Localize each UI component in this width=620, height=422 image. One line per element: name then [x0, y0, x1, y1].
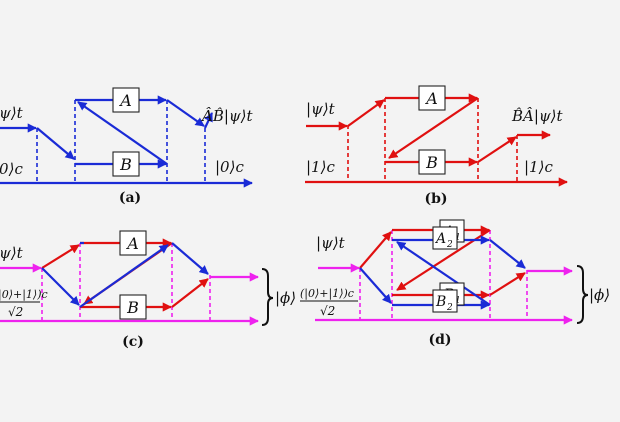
control-input-denominator: √2 — [320, 304, 335, 318]
operator-box-b1-sub: 1 — [455, 296, 461, 306]
operator-box-b-label: B — [119, 155, 132, 174]
dashed-guides — [347, 98, 518, 182]
operator-box-b-label: B — [126, 298, 139, 317]
dashed-guides — [36, 100, 206, 183]
operator-box-b2-sub: 2 — [446, 303, 453, 313]
control-input-label: |0⟩c — [0, 160, 23, 178]
panel-c: A B |ψ⟩t |0⟩+|1⟩)c √2 |ϕ⟩ (c) — [0, 230, 296, 350]
operator-box-a1-sub: 1 — [455, 233, 461, 243]
operator-box-b — [112, 151, 140, 177]
operator-box-a-label: A — [125, 234, 139, 253]
operator-box-b — [119, 294, 147, 320]
operator-box-b2 — [432, 289, 458, 313]
panel-caption: (d) — [428, 332, 451, 348]
target-input-label: |ψ⟩t — [306, 100, 336, 118]
control-input-numerator: |0⟩+|1⟩)c — [0, 288, 48, 302]
target-output-label: ÂB̂|ψ⟩t — [200, 107, 254, 125]
panel-caption: (a) — [119, 190, 141, 206]
control-input-numerator: (|0⟩+|1⟩)c — [300, 287, 354, 301]
blue-branch — [41, 241, 209, 308]
panel-d: A 1 A 2 B 1 B 2 |ψ⟩t (|0⟩+|1⟩)c √2 |ϕ⟩ (… — [300, 219, 610, 348]
operator-box-a-label: A — [424, 89, 438, 108]
target-path — [0, 95, 213, 169]
operator-box-b — [418, 149, 446, 175]
control-input-denominator: √2 — [8, 305, 23, 319]
target-output-label: B̂Â|ψ⟩t — [511, 107, 564, 125]
operator-box-a — [418, 85, 446, 111]
control-input-label: |1⟩c — [306, 158, 335, 176]
target-input-label: |ψ⟩t — [0, 244, 24, 262]
panel-a: A B |ψ⟩t |0⟩c ÂB̂|ψ⟩t |0⟩c (a) — [0, 87, 254, 206]
target-input-label: |ψ⟩t — [316, 234, 346, 252]
control-output-label: |1⟩c — [524, 158, 553, 176]
operator-box-a — [112, 87, 140, 113]
operator-box-a-label: A — [118, 91, 132, 110]
panel-b: A B |ψ⟩t |1⟩c B̂Â|ψ⟩t |1⟩c (b) — [305, 85, 568, 207]
operator-box-a2 — [432, 226, 458, 250]
output-brace — [576, 265, 589, 324]
panel-caption: (b) — [424, 191, 447, 207]
target-input-label: |ψ⟩t — [0, 104, 24, 122]
superposed-path — [318, 263, 573, 276]
operator-box-a2-label: A — [434, 231, 446, 247]
operator-box-a2-sub: 2 — [446, 240, 453, 250]
control-output-label: |0⟩c — [215, 158, 244, 176]
panel-caption: (c) — [122, 334, 144, 350]
operator-box-b-label: B — [425, 153, 438, 172]
dashed-guides — [359, 230, 528, 320]
output-brace — [261, 268, 274, 326]
output-state-label: |ϕ⟩ — [275, 289, 296, 307]
operator-box-a — [119, 230, 147, 256]
operator-box-b2-label: B — [435, 294, 446, 310]
superposed-path — [0, 263, 259, 282]
output-state-label: |ϕ⟩ — [589, 286, 610, 304]
